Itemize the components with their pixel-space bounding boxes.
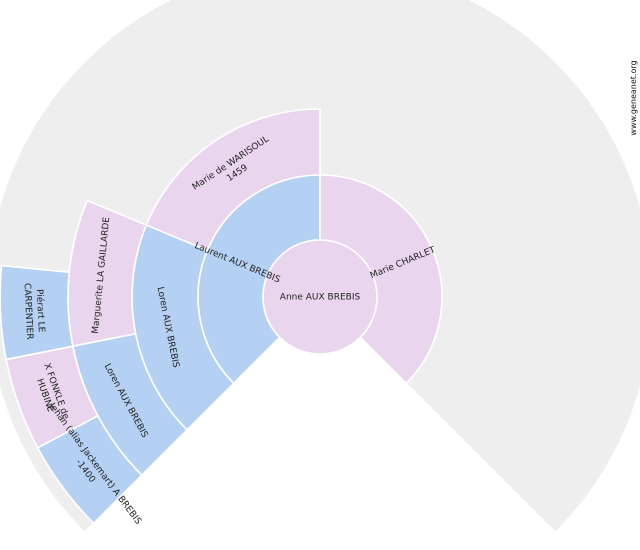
- watermark-text: www.geneanet.org: [629, 60, 638, 135]
- sector-g4-ffmf[interactable]: [0, 264, 74, 361]
- sector-g2-fm[interactable]: [145, 108, 321, 252]
- ancestor-sectors: [0, 108, 443, 525]
- center-person-circle[interactable]: [262, 239, 378, 355]
- label-g4-ffmf-line-1: CARPENTIER: [21, 283, 34, 340]
- label-g4-ffmf-line-0: Piérart LE: [34, 289, 47, 333]
- center-person-name: Anne AUX BREBIS: [280, 293, 361, 303]
